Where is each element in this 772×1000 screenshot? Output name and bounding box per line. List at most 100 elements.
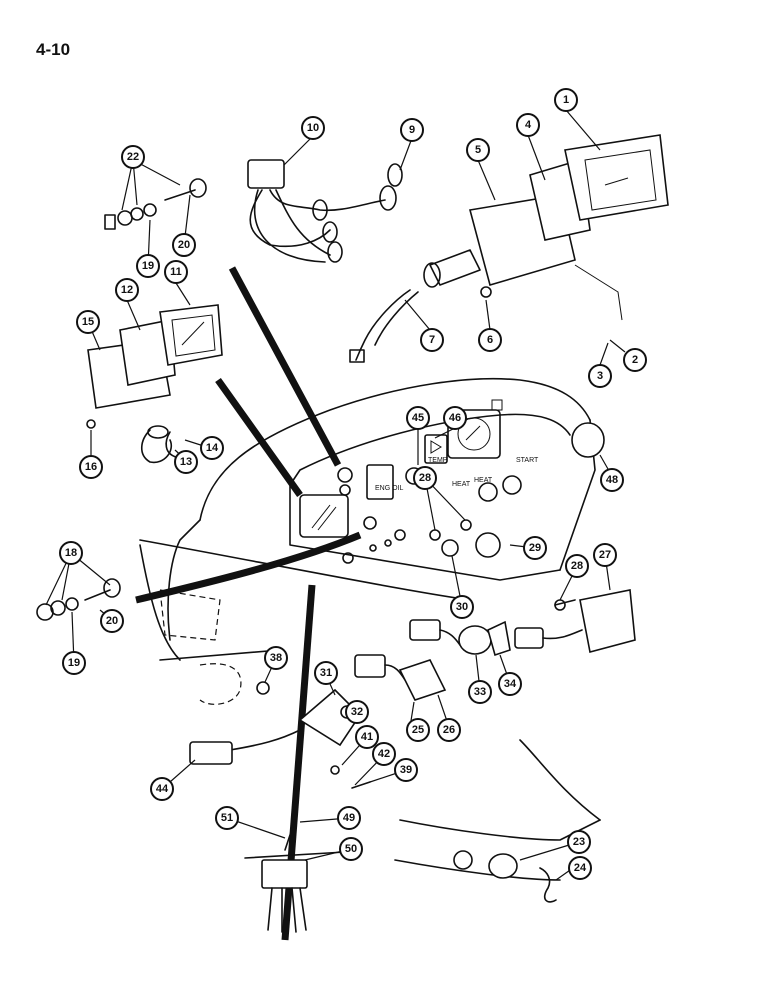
left-gauge-assembly xyxy=(87,304,223,409)
svg-text:49: 49 xyxy=(343,812,355,824)
callout-50: 50 xyxy=(339,837,363,861)
svg-text:22: 22 xyxy=(127,151,139,163)
callout-20: 20 xyxy=(172,233,196,257)
callout-34: 34 xyxy=(498,672,522,696)
callout-23: 23 xyxy=(567,830,591,854)
callout-31: 31 xyxy=(314,661,338,685)
callout-11: 11 xyxy=(164,260,188,284)
svg-text:28: 28 xyxy=(419,472,431,484)
speedo-cable xyxy=(349,289,419,363)
svg-text:20: 20 xyxy=(106,615,118,627)
callout-22: 22 xyxy=(121,145,145,169)
misc-small-parts xyxy=(86,419,605,789)
switch-harness-33-34 xyxy=(409,619,511,657)
callout-51: 51 xyxy=(215,806,239,830)
svg-text:30: 30 xyxy=(456,601,468,613)
svg-text:48: 48 xyxy=(606,474,618,486)
callout-20b: 20 xyxy=(100,609,124,633)
dash-console-body xyxy=(139,377,601,881)
callout-24: 24 xyxy=(568,856,592,880)
toggle-switch-49-51 xyxy=(244,819,346,933)
callout-4: 4 xyxy=(516,113,540,137)
callout-1: 1 xyxy=(554,88,578,112)
panel-text: HEAT HEAT START ENG OIL TEMP xyxy=(375,457,539,492)
svg-text:27: 27 xyxy=(599,549,611,561)
callout-48: 48 xyxy=(600,468,624,492)
svg-text:25: 25 xyxy=(412,724,424,736)
callout-6: 6 xyxy=(478,328,502,352)
callout-10: 10 xyxy=(301,116,325,140)
svg-text:29: 29 xyxy=(529,542,541,554)
svg-text:23: 23 xyxy=(573,836,585,848)
callout-18: 18 xyxy=(59,541,83,565)
callout-19b: 19 xyxy=(62,651,86,675)
svg-text:31: 31 xyxy=(320,667,332,679)
svg-text:51: 51 xyxy=(221,812,233,824)
callout-3: 3 xyxy=(588,364,612,388)
svg-text:50: 50 xyxy=(345,843,357,855)
heat-label: HEAT xyxy=(452,481,471,488)
heat-label-b: HEAT xyxy=(474,477,493,484)
svg-text:32: 32 xyxy=(351,706,363,718)
callout-41: 41 xyxy=(355,725,379,749)
callout-13: 13 xyxy=(174,450,198,474)
svg-text:4: 4 xyxy=(525,119,532,131)
svg-text:2: 2 xyxy=(632,354,638,366)
svg-text:46: 46 xyxy=(449,412,461,424)
callout-9: 9 xyxy=(400,118,424,142)
callout-27: 27 xyxy=(593,543,617,567)
callout-2: 2 xyxy=(623,348,647,372)
svg-text:24: 24 xyxy=(574,862,587,874)
svg-text:13: 13 xyxy=(180,456,192,468)
callout-32: 32 xyxy=(345,700,369,724)
callout-42: 42 xyxy=(372,742,396,766)
socket-harness-13-14 xyxy=(140,425,181,464)
callout-45: 45 xyxy=(406,406,430,430)
svg-text:20: 20 xyxy=(178,239,190,251)
bulb-harness xyxy=(247,159,403,263)
switch-harness-31-44 xyxy=(189,688,362,765)
gauge-assembly xyxy=(423,134,669,321)
svg-text:3: 3 xyxy=(597,370,603,382)
callout-14: 14 xyxy=(200,436,224,460)
svg-text:44: 44 xyxy=(156,783,169,795)
svg-text:39: 39 xyxy=(400,764,412,776)
svg-text:42: 42 xyxy=(378,748,390,760)
svg-text:12: 12 xyxy=(121,284,133,296)
callout-7: 7 xyxy=(420,328,444,352)
callout-26: 26 xyxy=(437,718,461,742)
svg-text:15: 15 xyxy=(82,316,94,328)
svg-text:16: 16 xyxy=(85,461,97,473)
svg-text:38: 38 xyxy=(270,652,282,664)
svg-text:7: 7 xyxy=(429,334,435,346)
svg-text:5: 5 xyxy=(475,144,481,156)
callout-19: 19 xyxy=(136,254,160,278)
callout-15: 15 xyxy=(76,310,100,334)
hardware-stack-18 xyxy=(36,578,121,621)
svg-text:33: 33 xyxy=(474,686,486,698)
callout-12: 12 xyxy=(115,278,139,302)
svg-text:28: 28 xyxy=(571,560,583,572)
svg-text:14: 14 xyxy=(206,442,219,454)
start-label: START xyxy=(516,457,539,464)
callout-28: 28 xyxy=(565,554,589,578)
callout-44: 44 xyxy=(150,777,174,801)
callout-25: 25 xyxy=(406,718,430,742)
callout-29: 29 xyxy=(523,536,547,560)
hardware-stack-22 xyxy=(104,178,207,230)
svg-text:26: 26 xyxy=(443,724,455,736)
svg-text:9: 9 xyxy=(409,124,415,136)
page-number: 4-10 xyxy=(36,40,71,59)
callout-28b: 28 xyxy=(413,466,437,490)
svg-text:34: 34 xyxy=(504,678,517,690)
callout-5: 5 xyxy=(466,138,490,162)
callout-33: 33 xyxy=(468,680,492,704)
svg-text:45: 45 xyxy=(412,412,424,424)
svg-text:6: 6 xyxy=(487,334,493,346)
switch-harness-27 xyxy=(514,589,636,653)
switch-harness-25-26 xyxy=(354,654,447,701)
eng-oil-label: ENG OIL xyxy=(375,485,404,492)
svg-text:1: 1 xyxy=(563,94,569,106)
callout-38: 38 xyxy=(264,646,288,670)
svg-text:10: 10 xyxy=(307,122,319,134)
